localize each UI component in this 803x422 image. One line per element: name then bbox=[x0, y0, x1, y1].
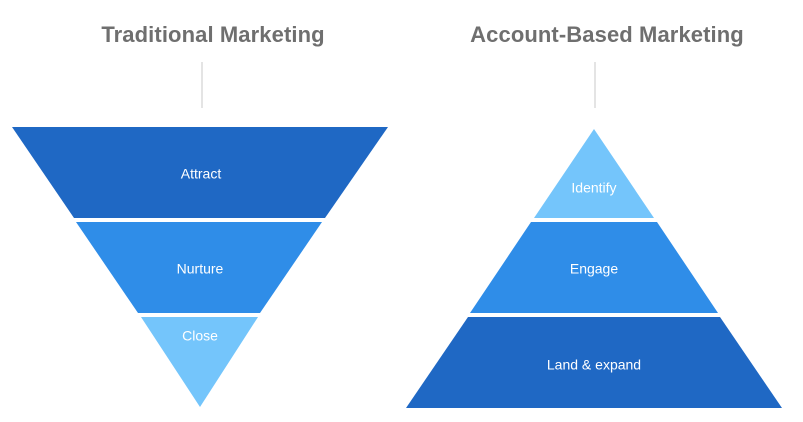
pyramid-segment-identify bbox=[534, 129, 654, 218]
funnel-segment-attract bbox=[12, 127, 388, 218]
funnel-label-attract: Attract bbox=[181, 166, 222, 182]
funnel-label-nurture: Nurture bbox=[177, 261, 224, 277]
traditional-marketing-title: Traditional Marketing bbox=[101, 22, 325, 47]
pyramid-segment-engage bbox=[470, 222, 718, 313]
pyramid-label-land-expand: Land & expand bbox=[547, 357, 641, 373]
pyramid-label-identify: Identify bbox=[571, 180, 616, 196]
abm-connector-line bbox=[594, 62, 596, 108]
account-based-marketing-title: Account-Based Marketing bbox=[470, 22, 744, 47]
pyramid-segment-land-expand bbox=[406, 317, 782, 408]
traditional-funnel: Attract Nurture Close bbox=[12, 127, 388, 407]
pyramid-label-engage: Engage bbox=[570, 261, 618, 277]
abm-pyramid: Identify Engage Land & expand bbox=[406, 129, 782, 408]
funnel-label-close: Close bbox=[182, 328, 218, 344]
funnel-segment-close bbox=[141, 317, 258, 407]
funnel-segment-nurture bbox=[76, 222, 322, 313]
traditional-connector-line bbox=[201, 62, 203, 108]
